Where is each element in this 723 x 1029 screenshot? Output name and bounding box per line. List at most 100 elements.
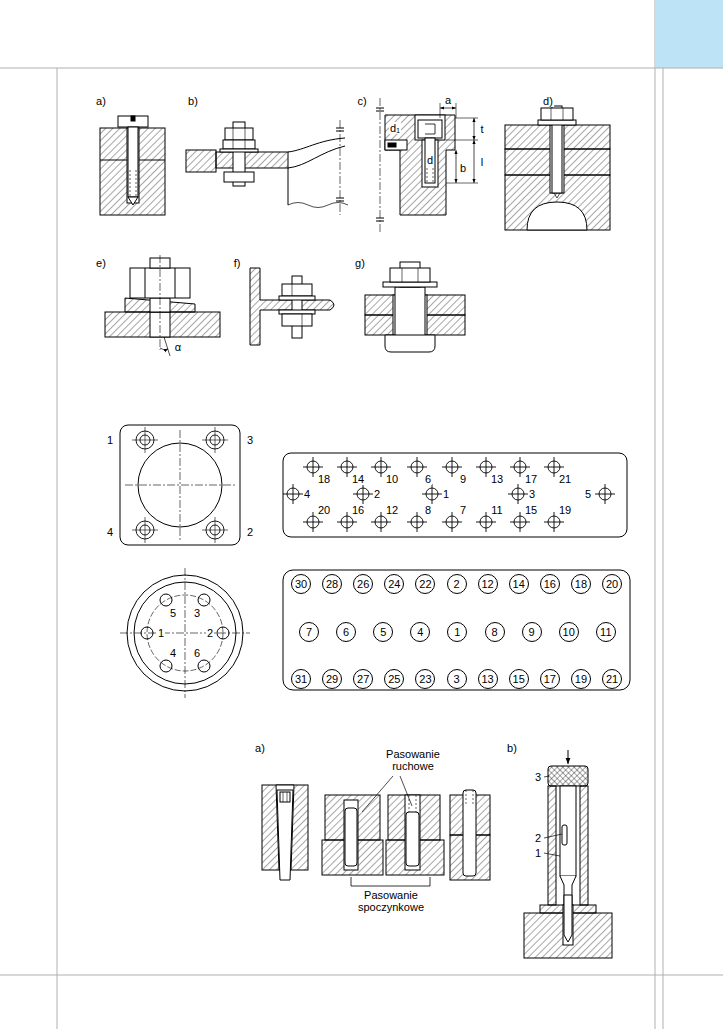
bolt-order-number: 12 [481, 578, 493, 590]
callout-label: 1 [534, 847, 542, 859]
drawing-line [456, 150, 457, 183]
bolt-order-number: 6 [343, 626, 349, 638]
drawing-line [127, 128, 139, 203]
drawing-line [128, 127, 138, 197]
bolt-order-number: 24 [388, 578, 400, 590]
drawing-line [440, 103, 441, 118]
bolt-order-number: 31 [295, 673, 307, 685]
callout-label: 1 [157, 627, 165, 639]
drawing-line [175, 268, 176, 298]
bolt-order-number: 10 [563, 626, 575, 638]
callout-label: b) [506, 742, 518, 754]
callout-label: 3 [193, 607, 201, 619]
drawing-line [446, 140, 478, 141]
drawing-line [288, 203, 348, 208]
drawing-line [376, 108, 384, 109]
drawing-line [655, 0, 656, 1029]
drawing-line [185, 568, 186, 698]
callout-label: 10 [385, 473, 399, 485]
drawing-line [288, 168, 289, 205]
numbered-circle: 10 [559, 622, 579, 642]
callout-label: 11 [490, 504, 503, 516]
drawing-line [416, 795, 417, 812]
numbered-circle: 26 [353, 574, 373, 594]
callout-label: 3 [528, 488, 536, 500]
figure-c-socket-screw [376, 98, 478, 232]
drawing-line [415, 115, 445, 140]
drawing-line [0, 68, 723, 69]
drawing-line [418, 268, 419, 282]
bolt-order-number: 28 [326, 578, 338, 590]
drawing-line [466, 790, 467, 805]
annotation-text: Pasowanie ruchowe [376, 748, 450, 772]
drawing-line [283, 570, 630, 690]
drawing-line [376, 221, 384, 222]
drawing-line [141, 627, 153, 639]
drawing-line [282, 314, 312, 326]
numbered-circle: 23 [415, 669, 435, 689]
callout-label: d₁ [389, 122, 401, 134]
bolt-order-number: 9 [529, 626, 535, 638]
drawing-line [282, 284, 312, 296]
drawing-line [216, 152, 288, 168]
drawing-line [376, 111, 384, 112]
drawing-line [145, 268, 146, 298]
drawing-line [400, 776, 412, 806]
drawing-line [287, 792, 288, 802]
callout-label: 5 [584, 488, 592, 500]
drawing-line [160, 255, 161, 350]
drawing-line [376, 218, 384, 219]
drawing-line [544, 776, 549, 777]
drawing-line [283, 453, 627, 537]
callout-label: f) [233, 257, 242, 269]
drawing-line [336, 201, 344, 202]
bolt-order-number: 7 [306, 626, 312, 638]
callout-label: d [426, 154, 434, 166]
figure-g-fitted-bolt [365, 262, 465, 352]
drawing-line [0, 975, 723, 976]
bolt-order-number: 5 [380, 626, 386, 638]
drawing-line [562, 825, 567, 845]
bolt-order-number: 16 [544, 578, 556, 590]
numbered-circle: 5 [373, 622, 393, 642]
drawing-line [125, 485, 235, 486]
numbered-circle: 31 [291, 669, 311, 689]
drawing-line [385, 140, 407, 150]
numbered-circle: 21 [602, 669, 622, 689]
bolt-order-number: 13 [481, 673, 493, 685]
drawing-line [380, 98, 381, 232]
numbered-circle: 25 [384, 669, 404, 689]
drawing-line [283, 792, 284, 802]
callout-label: 14 [351, 473, 365, 485]
figure-a-screw [100, 116, 165, 215]
numbered-circle: 14 [509, 574, 529, 594]
figure-e-tapered-washer [105, 255, 220, 356]
numbered-circle: 1 [447, 622, 467, 642]
drawing-line [551, 108, 552, 120]
annotation-text: Pasowanie spoczynkowe [348, 889, 434, 913]
drawing-line [279, 296, 315, 300]
bolt-order-number: 4 [417, 626, 423, 638]
square-flange-pattern [120, 425, 240, 545]
drawing-line [198, 660, 210, 672]
numbered-circle: 30 [291, 574, 311, 594]
numbered-circle: 13 [478, 669, 498, 689]
bolt-order-number: 18 [575, 578, 587, 590]
drawing-line [388, 143, 396, 147]
drawing-line [385, 115, 455, 215]
drawing-line [100, 128, 165, 215]
drawing-line [383, 282, 437, 287]
callout-label: a) [254, 742, 266, 754]
drawing-line [128, 197, 138, 205]
drawing-line [250, 268, 334, 345]
drawing-line [548, 786, 556, 905]
callout-label: 1 [106, 434, 114, 446]
drawing-line [395, 287, 425, 337]
callout-label: 6 [193, 647, 201, 659]
numbered-circle: 11 [596, 622, 616, 642]
bolt-order-number: 17 [544, 673, 556, 685]
callout-label: 2 [534, 832, 542, 844]
callout-label: b) [187, 95, 199, 107]
drawing-line [217, 627, 229, 639]
